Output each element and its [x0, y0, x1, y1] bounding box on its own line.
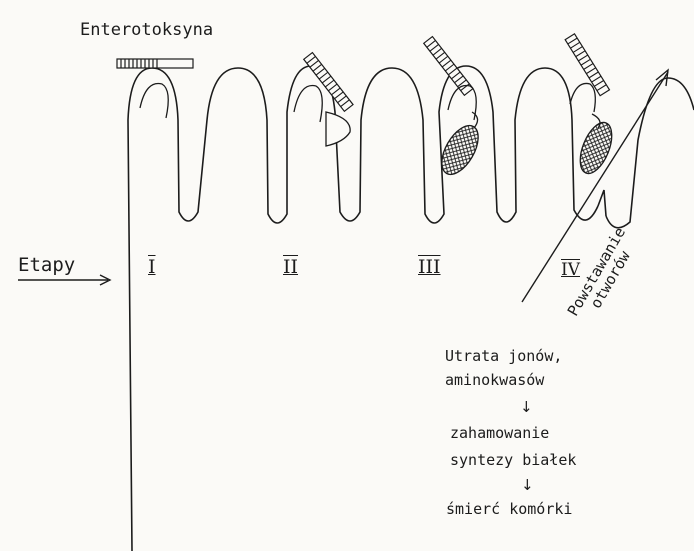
protein-synthesis-text-line-1: zahamowanie: [450, 425, 549, 442]
cell-death-text: śmierć komórki: [446, 501, 572, 518]
cell-nucleus-stage-4: [570, 83, 595, 112]
stage-label-4: IV: [561, 262, 580, 279]
down-arrow-icon: ↓: [520, 400, 533, 415]
enterotoxin-title: Enterotoksyna: [80, 22, 213, 39]
cell-nucleus-stage-1: [140, 84, 168, 119]
pore-notch: [598, 190, 606, 216]
stages-label: Etapy: [18, 256, 75, 275]
ion-loss-text-line-1: Utrata jonów,: [445, 348, 562, 365]
down-arrow-icon: ↓: [521, 478, 534, 493]
toxin-insertion-stage-2: [326, 112, 350, 146]
stage-label-1: I: [148, 258, 156, 277]
toxin-bar-stage-4: [565, 34, 609, 96]
toxin-subunit-stage-4: [574, 118, 618, 178]
ion-loss-text-line-2: aminokwasów: [445, 372, 544, 389]
cell-nucleus-stage-2: [294, 86, 322, 122]
toxin-bar-stage-2: [304, 53, 353, 112]
stage-label-3: III: [418, 258, 441, 277]
protein-synthesis-text-line-2: syntezy białek: [450, 452, 576, 469]
stage-label-2: II: [283, 258, 298, 277]
